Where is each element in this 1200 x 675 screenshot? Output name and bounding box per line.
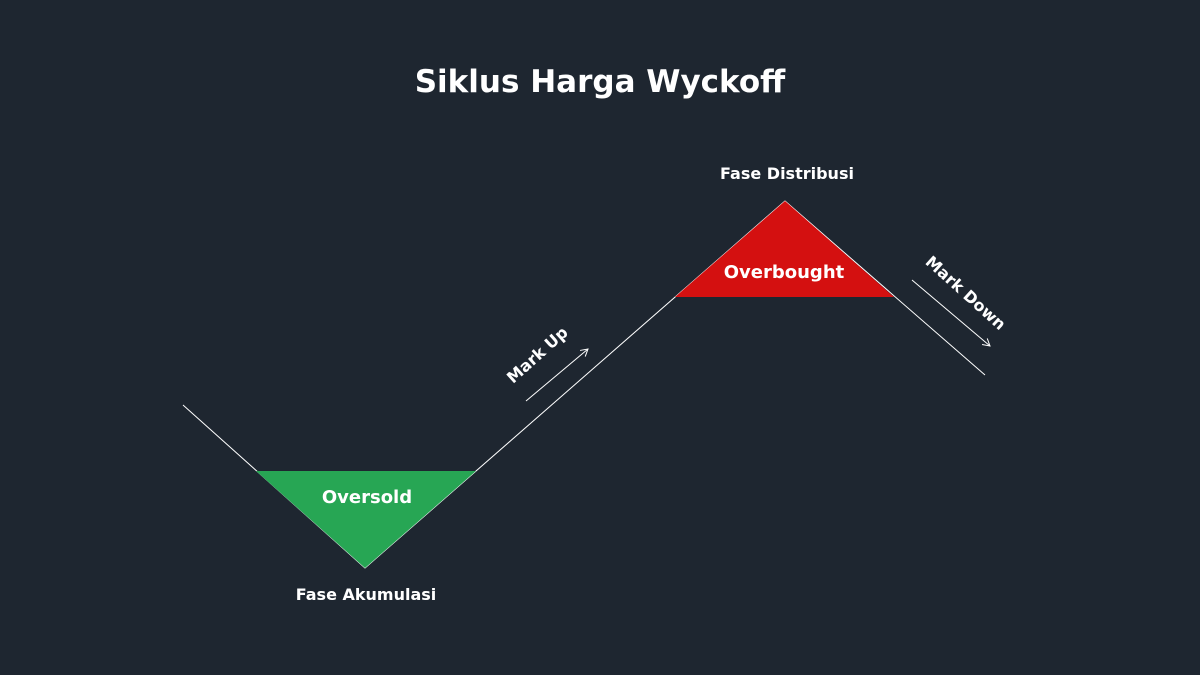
overbought-zone (675, 201, 894, 297)
markup-label: Mark Up (503, 323, 572, 387)
accumulation-phase-label: Fase Akumulasi (296, 585, 437, 604)
overbought-label: Overbought (724, 262, 845, 283)
oversold-label: Oversold (322, 487, 412, 508)
diagram-title: Siklus Harga Wyckoff (415, 64, 786, 100)
markdown-label: Mark Down (922, 252, 1010, 334)
distribution-phase-label: Fase Distribusi (720, 164, 854, 183)
oversold-zone (256, 471, 476, 568)
markup-arrow-icon (525, 348, 589, 402)
markdown-arrow-icon (911, 279, 991, 347)
